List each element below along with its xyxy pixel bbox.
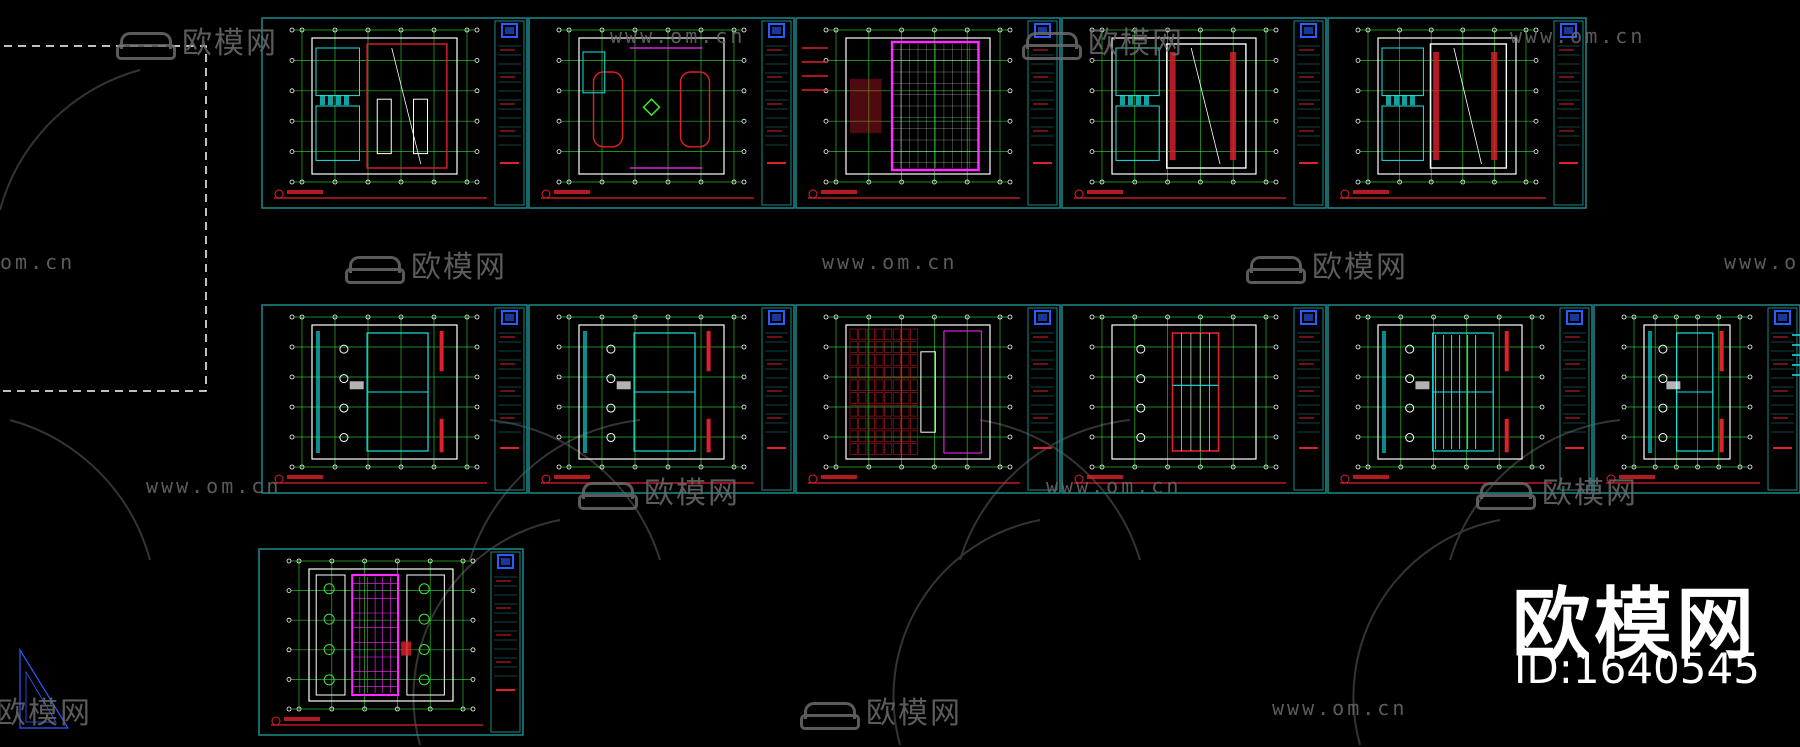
sofa-logo-icon — [1246, 255, 1306, 284]
watermark-brand: 欧模网 — [345, 242, 507, 286]
drawing-sheet[interactable] — [1061, 304, 1327, 494]
drawing-sheet[interactable] — [528, 304, 795, 494]
watermark-url: www.om.cn — [610, 24, 746, 48]
dashed-selection-box — [0, 45, 207, 392]
watermark-url: www.om.cn — [146, 474, 282, 498]
watermark-url: www.om.cn — [822, 250, 958, 274]
sofa-logo-icon — [1022, 31, 1082, 60]
watermark-url: www.om.cn — [1510, 24, 1646, 48]
drawing-sheet[interactable] — [261, 17, 528, 209]
watermark-brand: 欧模网 — [1246, 242, 1408, 286]
drawing-sheet[interactable] — [1327, 304, 1593, 494]
watermark-brand: 欧模网 — [1476, 468, 1638, 512]
watermark-url: www.om.cn — [1272, 696, 1408, 720]
watermark-url: www.om.cn — [1724, 250, 1800, 274]
watermark-brand-partial: 欧模网 — [0, 696, 92, 731]
watermark-brand: 欧模网 — [800, 688, 962, 732]
drawing-sheet[interactable] — [1327, 17, 1587, 209]
sofa-logo-icon — [800, 701, 860, 730]
watermark-url-partial: om.cn — [0, 250, 76, 274]
watermark-arcs — [0, 69, 1621, 746]
sofa-logo-icon — [578, 481, 638, 510]
drawing-sheet[interactable] — [528, 17, 795, 209]
drawing-sheets-group[interactable] — [19, 17, 1800, 736]
watermark-url: www.om.cn — [1046, 474, 1182, 498]
drawing-sheet[interactable] — [258, 548, 524, 736]
drawing-sheet[interactable] — [261, 304, 528, 494]
sofa-logo-icon — [116, 31, 176, 60]
drawing-sheet[interactable] — [1593, 304, 1800, 494]
drawing-sheet[interactable] — [1061, 17, 1327, 209]
drawing-sheet[interactable] — [795, 17, 1061, 209]
ucs-icon — [19, 647, 70, 729]
sofa-logo-icon — [345, 255, 405, 284]
watermark-brand: 欧模网 — [1022, 18, 1184, 62]
watermark-brand: 欧模网 — [116, 18, 278, 62]
brand-title: 欧模网 — [1512, 580, 1759, 670]
drawing-sheet[interactable] — [795, 304, 1061, 494]
sofa-logo-icon — [1476, 481, 1536, 510]
watermark-brand: 欧模网 — [578, 468, 740, 512]
model-id-label: ID:1640545 — [1514, 644, 1760, 693]
